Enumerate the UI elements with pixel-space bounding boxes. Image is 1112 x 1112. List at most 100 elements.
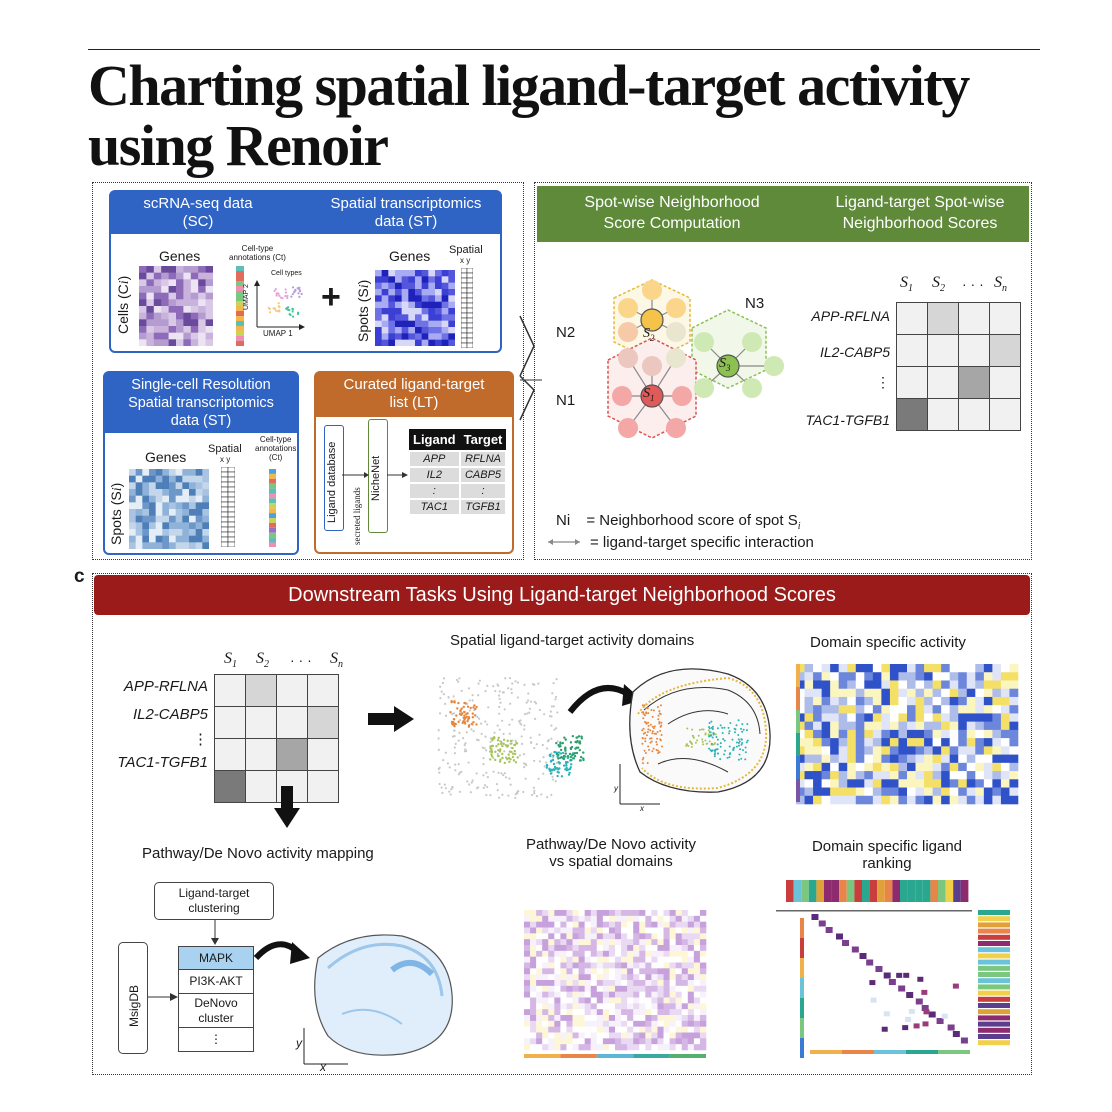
heat-cell (657, 980, 664, 987)
grid-cell (221, 511, 229, 518)
grid-cell (466, 277, 473, 284)
heat-cell (975, 771, 985, 780)
ranking-top-rule (776, 910, 972, 912)
heat-cell (202, 515, 209, 523)
heat-cell (615, 962, 622, 969)
heat-cell (657, 956, 664, 963)
brain-spot (648, 748, 651, 751)
heat-cell (651, 956, 658, 963)
heat-cell (572, 1003, 579, 1010)
brain-spot (692, 735, 695, 738)
umap-dot (458, 719, 462, 722)
heat-cell (381, 301, 389, 309)
umap-dot (477, 682, 480, 685)
umap-cluster-dot (571, 754, 574, 757)
heat-cell (796, 664, 805, 673)
heat-cell (838, 762, 848, 772)
heat-cell (804, 762, 814, 772)
panel-sc: scRNA-seq data (SC) Spatial transcriptom… (109, 190, 502, 353)
heat-cell (821, 688, 831, 698)
heat-cell (530, 945, 537, 952)
heat-cell (542, 962, 549, 969)
umap-dot (527, 692, 530, 695)
heat-cell (821, 672, 831, 681)
heat-cell (651, 997, 658, 1004)
heat-cell (536, 1038, 543, 1045)
heat-cell (536, 1020, 543, 1027)
brain-spot (711, 725, 714, 728)
heat-cell (687, 1026, 695, 1033)
heat-cell (554, 933, 561, 940)
heat-cell (566, 933, 573, 940)
heat-cell (1000, 664, 1010, 673)
umap-cluster-dot (506, 739, 509, 743)
grid-cell (221, 526, 229, 533)
heat-cell (554, 915, 561, 922)
heat-cell (830, 787, 839, 797)
heat-cell (572, 997, 579, 1004)
heat-cell (681, 997, 689, 1004)
heat-cell (139, 312, 147, 320)
heat-cell (596, 945, 604, 952)
colorbar-cell (269, 508, 276, 514)
heat-cell (530, 927, 537, 934)
ranking-cell (915, 998, 923, 1005)
heat-cell (907, 771, 916, 780)
heat-cell (381, 327, 389, 334)
heat-cell (621, 921, 628, 928)
umap-dot (485, 749, 488, 752)
heat-cell (627, 974, 634, 981)
brain-spot (744, 751, 747, 754)
heat-cell (830, 705, 839, 714)
umap-dot (554, 780, 557, 783)
ranking-cell (903, 972, 910, 978)
heat-cell (548, 1026, 555, 1033)
heat-cell (530, 939, 537, 946)
umap-dot (508, 677, 512, 680)
heat-cell (435, 276, 442, 283)
heat-cell (657, 933, 664, 940)
heat-cell (796, 738, 805, 747)
heat-cell (408, 308, 416, 315)
heat-cell (175, 529, 183, 536)
heat-cell (639, 1015, 646, 1022)
umap-dot (446, 762, 450, 765)
heat-cell (1000, 713, 1010, 722)
heat-cell (838, 713, 848, 722)
umap-dot (537, 682, 540, 685)
heat-cell (421, 314, 429, 321)
heat-cell (415, 301, 422, 309)
sc-expression-heatmap (139, 266, 213, 346)
heat-cell (651, 974, 658, 981)
grid-cell (466, 292, 473, 299)
heat-cell (804, 779, 814, 788)
heat-cell (602, 962, 610, 969)
brain-spot (644, 737, 647, 740)
heat-cell (889, 795, 899, 805)
umap-dot (285, 307, 288, 310)
heat-cell (566, 980, 573, 987)
heat-cell (149, 489, 156, 496)
heat-cell (524, 939, 531, 946)
heat-cell (560, 956, 567, 963)
heat-cell (907, 762, 916, 772)
ranking-right-bar (978, 1015, 1010, 1021)
heat-cell (135, 542, 143, 549)
heat-cell (190, 279, 199, 287)
heat-cell (941, 795, 950, 805)
heat-cell (198, 299, 206, 307)
heat-cell (881, 696, 891, 706)
umap-dot (538, 733, 541, 736)
matrix-cell (927, 334, 959, 367)
heat-cell (202, 535, 209, 543)
heat-cell (375, 289, 382, 296)
heat-cell (693, 1032, 701, 1039)
heat-cell (651, 1038, 658, 1045)
heat-cell (175, 482, 183, 490)
heat-cell (645, 997, 652, 1004)
heat-cell (639, 945, 646, 952)
heat-cell (621, 997, 628, 1004)
heat-cell (657, 974, 664, 981)
brain-spot (657, 718, 660, 721)
heat-cell (621, 927, 628, 934)
